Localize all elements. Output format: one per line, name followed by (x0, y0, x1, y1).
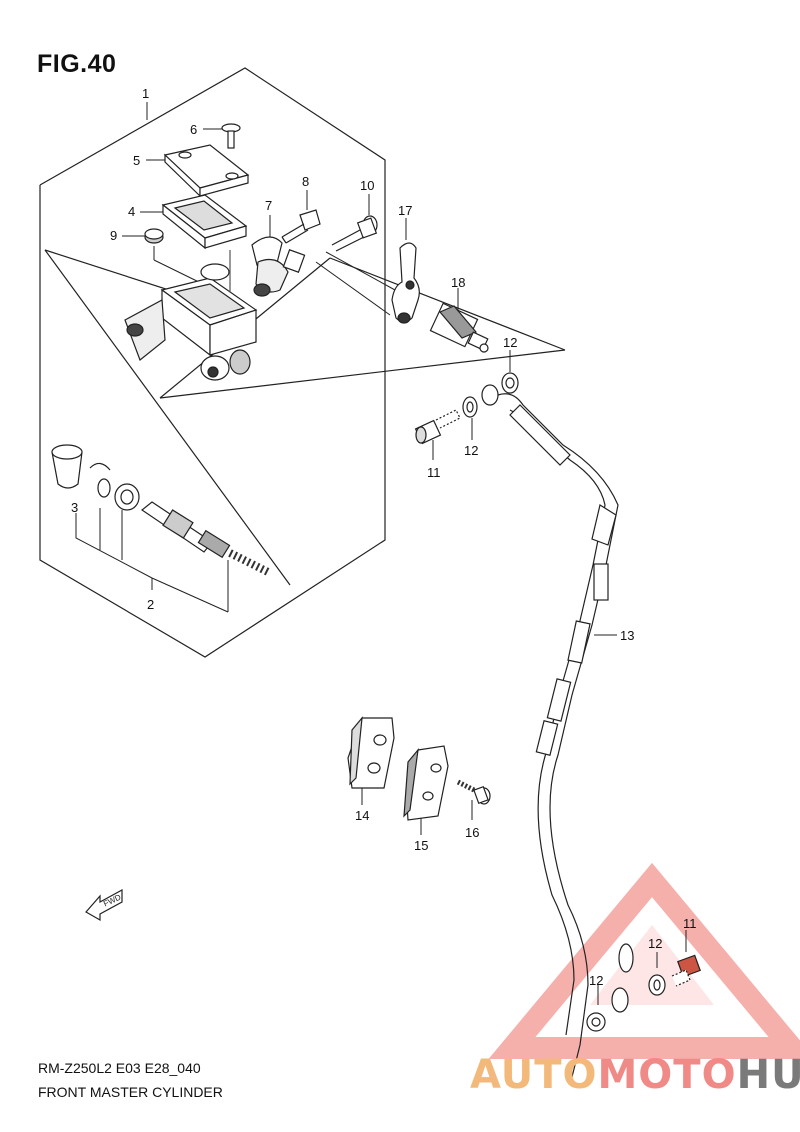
watermark-logo: AUTOMOTOHUB (470, 1052, 800, 1098)
callout-16: 16 (465, 825, 479, 840)
watermark-part-auto: AUTO (470, 1052, 598, 1098)
part-14-clamp (347, 716, 395, 789)
callout-7: 7 (265, 198, 272, 213)
callout-10: 10 (360, 178, 374, 193)
part-18-switch (429, 302, 489, 353)
callout-18: 18 (451, 275, 465, 290)
part-3-boot (51, 444, 140, 511)
part-16-bolt (456, 779, 491, 805)
part-2-piston (140, 501, 272, 577)
callout-8: 8 (302, 174, 309, 189)
callout-17: 17 (398, 203, 412, 218)
part-8-bolt (281, 209, 321, 244)
diagram-name: FRONT MASTER CYLINDER (38, 1084, 223, 1100)
callout-12a: 12 (503, 335, 517, 350)
kit-outline (39, 67, 566, 658)
master-cylinder-body (124, 250, 258, 381)
callout-15: 15 (414, 838, 428, 853)
callout-5: 5 (133, 153, 140, 168)
callout-2: 2 (147, 597, 154, 612)
part-5-cap (163, 144, 250, 198)
leader-lines (75, 102, 687, 1005)
watermark-part-moto: MOTO (597, 1052, 737, 1098)
part-10-bolt (331, 215, 378, 252)
part-4-plate (161, 194, 248, 250)
figure-title: FIG.40 (37, 50, 117, 78)
part-13-hose (497, 393, 634, 1086)
callout-13: 13 (620, 628, 634, 643)
callout-3: 3 (71, 500, 78, 515)
watermark-part-hub: HUB (736, 1052, 800, 1098)
part-11-bolt-top (414, 409, 461, 445)
callout-12d: 12 (589, 973, 603, 988)
callout-labels: 1 2 3 4 5 6 7 8 9 10 11 11 12 12 12 12 1… (71, 86, 697, 988)
callout-6: 6 (190, 122, 197, 137)
diagram-code: RM-Z250L2 E03 E28_040 (38, 1060, 201, 1076)
callout-9: 9 (110, 228, 117, 243)
callout-1: 1 (142, 86, 149, 101)
callout-12b: 12 (464, 443, 478, 458)
callout-12c: 12 (648, 936, 662, 951)
part-6-screw (221, 123, 241, 149)
part-17-lever (391, 242, 420, 324)
callout-11b: 11 (683, 916, 697, 931)
callout-14: 14 (355, 808, 369, 823)
watermark-triangle (488, 862, 800, 1059)
callout-4: 4 (128, 204, 135, 219)
part-15-clamp (403, 745, 449, 821)
fwd-arrow-icon: FWD (85, 888, 123, 922)
part-11-12-bottom (586, 954, 701, 1032)
part-7-holder (251, 236, 306, 297)
part-12-washers-top (462, 372, 519, 418)
part-9-plug (144, 228, 164, 244)
callout-11a: 11 (427, 465, 441, 480)
